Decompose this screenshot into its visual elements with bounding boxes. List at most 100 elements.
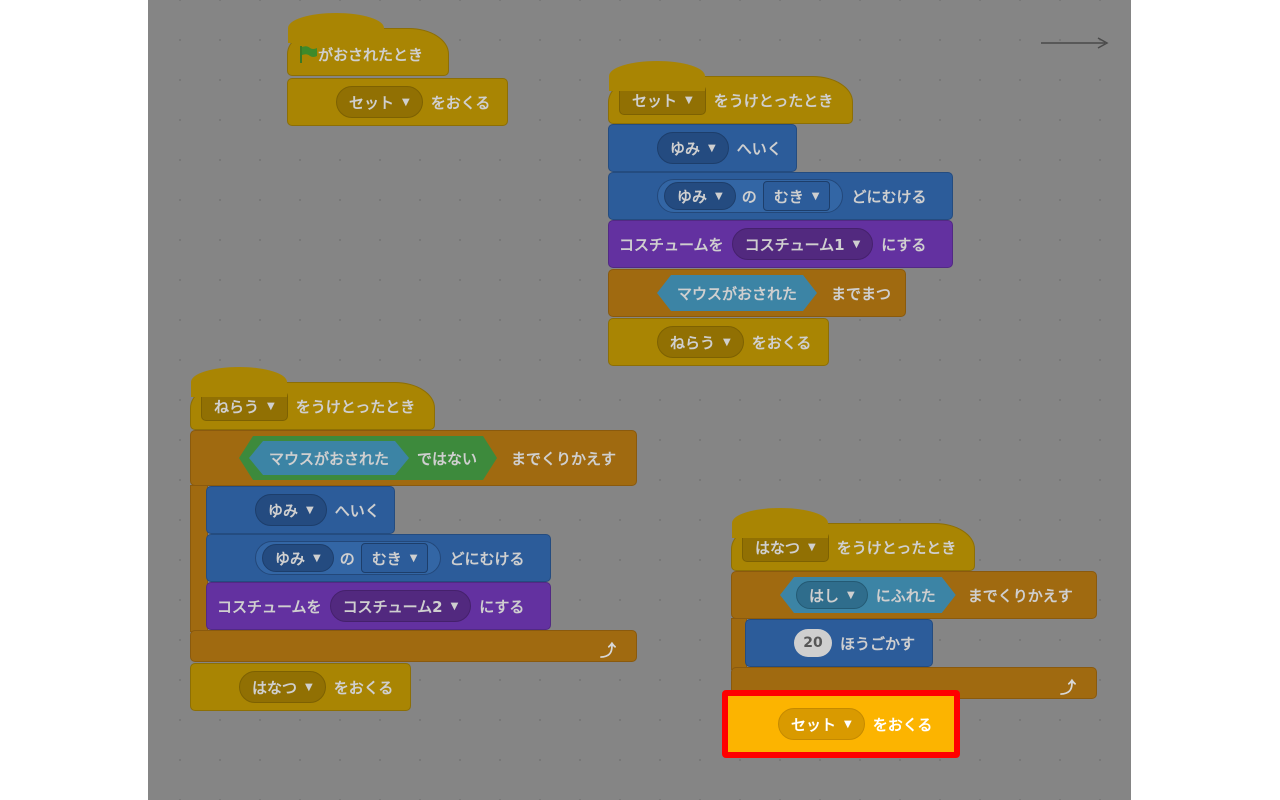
- broadcast-dropdown[interactable]: セット ▼: [336, 86, 423, 118]
- broadcast-dropdown-value: セット: [791, 715, 837, 734]
- when-receive-block-3[interactable]: はなつ ▼ をうけとったとき: [731, 508, 975, 571]
- loop-arrow-icon: ⤴: [1059, 678, 1076, 697]
- caret-down-icon: ▼: [267, 400, 275, 412]
- costume-suffix: にする: [881, 235, 927, 254]
- switch-costume-block[interactable]: コスチュームを コスチューム1 ▼ にする: [608, 220, 953, 268]
- mouse-down-label: マウスがおされた: [269, 449, 390, 468]
- point-towards-block[interactable]: ゆみ ▼ の むき ▼ どにむける: [608, 172, 953, 220]
- receive-dropdown-value: セット: [632, 91, 678, 110]
- not-label: ではない: [417, 449, 478, 468]
- caret-down-icon: ▼: [450, 600, 459, 612]
- receive-dropdown-value: はなつ: [755, 538, 801, 557]
- mouse-down-boolean[interactable]: マウスがおされた: [657, 275, 817, 311]
- arrow-right-icon: [1041, 37, 1109, 49]
- broadcast-block[interactable]: セット ▼ をおくる: [287, 78, 508, 126]
- caret-down-icon: ▼: [708, 142, 716, 154]
- broadcast-label: をおくる: [430, 93, 491, 112]
- goto-label: へいく: [736, 139, 782, 158]
- receive-label: をうけとったとき: [713, 91, 834, 110]
- goto-dropdown[interactable]: ゆみ ▼: [657, 132, 729, 164]
- caret-down-icon: ▼: [723, 336, 731, 348]
- sprite-dropdown[interactable]: ゆみ ▼: [664, 182, 736, 210]
- caret-down-icon: ▼: [305, 681, 313, 693]
- receive-dropdown-value: ねらう: [214, 397, 260, 416]
- repeat-until-label: までくりかえす: [967, 586, 1073, 605]
- repeat-until-block-2[interactable]: はし ▼ にふれた までくりかえす: [731, 571, 1097, 619]
- receive-dropdown[interactable]: セット ▼: [619, 85, 706, 115]
- wait-until-block[interactable]: マウスがおされた までまつ: [608, 269, 906, 317]
- broadcast-dropdown-value: セット: [349, 93, 395, 112]
- caret-down-icon: ▼: [409, 552, 418, 564]
- touching-dropdown[interactable]: はし ▼: [796, 581, 868, 609]
- caret-down-icon: ▼: [402, 96, 410, 108]
- broadcast-dropdown[interactable]: はなつ ▼: [239, 671, 326, 703]
- point-towards-label: どにむける: [851, 187, 927, 206]
- repeat-until-block[interactable]: マウスがおされた ではない までくりかえす: [190, 430, 637, 486]
- point-towards-label: どにむける: [449, 549, 525, 568]
- move-steps-block[interactable]: 20 ほうごかす: [745, 619, 933, 667]
- receive-dropdown[interactable]: ねらう ▼: [201, 391, 288, 421]
- broadcast-label: をおくる: [333, 678, 394, 697]
- attribute-dropdown-value: むき: [773, 187, 804, 206]
- receive-dropdown[interactable]: はなつ ▼: [742, 532, 829, 562]
- sprite-dropdown[interactable]: ゆみ ▼: [262, 544, 334, 572]
- goto-block[interactable]: ゆみ ▼ へいく: [608, 124, 797, 172]
- goto-block-2[interactable]: ゆみ ▼ へいく: [206, 486, 395, 534]
- costume-dropdown-value: コスチューム2: [342, 597, 443, 616]
- attribute-dropdown[interactable]: むき ▼: [360, 543, 429, 573]
- caret-down-icon: ▼: [685, 94, 693, 106]
- caret-down-icon: ▼: [808, 541, 816, 553]
- when-flag-clicked-block[interactable]: がおされたとき: [287, 13, 449, 76]
- touching-dropdown-value: はし: [809, 586, 840, 605]
- goto-label: へいく: [334, 501, 380, 520]
- of-label: の: [741, 187, 757, 206]
- costume-dropdown[interactable]: コスチューム1 ▼: [731, 228, 874, 260]
- broadcast-label: をおくる: [872, 715, 933, 734]
- when-receive-block[interactable]: セット ▼ をうけとったとき: [608, 61, 853, 124]
- sprite-dropdown-value: ゆみ: [677, 187, 708, 206]
- caret-down-icon: ▼: [847, 589, 855, 601]
- wait-until-label: までまつ: [831, 284, 892, 303]
- mouse-down-boolean[interactable]: マウスがおされた: [249, 441, 409, 475]
- caret-down-icon: ▼: [306, 504, 314, 516]
- receive-label: をうけとったとき: [295, 397, 416, 416]
- move-label: ほうごかす: [840, 634, 916, 653]
- touching-boolean[interactable]: はし ▼ にふれた: [780, 577, 956, 613]
- costume-dropdown[interactable]: コスチューム2 ▼: [329, 590, 472, 622]
- sprite-dropdown-value: ゆみ: [275, 549, 306, 568]
- attribute-dropdown-value: むき: [371, 549, 402, 568]
- green-flag-icon: [300, 46, 317, 63]
- goto-dropdown-value: ゆみ: [670, 139, 701, 158]
- broadcast-dropdown-value: ねらう: [670, 333, 716, 352]
- costume-dropdown-value: コスチューム1: [744, 235, 845, 254]
- broadcast-block-highlighted[interactable]: セット ▼ をおくる: [734, 700, 932, 748]
- broadcast-dropdown-value: はなつ: [252, 678, 298, 697]
- broadcast-block-2[interactable]: ねらう ▼ をおくる: [608, 318, 829, 366]
- not-boolean[interactable]: マウスがおされた ではない: [239, 436, 497, 480]
- loop-arrow-icon: ⤴: [599, 641, 616, 660]
- caret-down-icon: ▼: [715, 190, 723, 202]
- when-receive-block-2[interactable]: ねらう ▼ をうけとったとき: [190, 367, 435, 430]
- switch-costume-block-2[interactable]: コスチュームを コスチューム2 ▼ にする: [206, 582, 551, 630]
- sensing-of-reporter[interactable]: ゆみ ▼ の むき ▼: [657, 179, 844, 213]
- attribute-dropdown[interactable]: むき ▼: [762, 181, 831, 211]
- caret-down-icon: ▼: [313, 552, 321, 564]
- point-towards-block-2[interactable]: ゆみ ▼ の むき ▼ どにむける: [206, 534, 551, 582]
- repeat-until-label: までくりかえす: [511, 449, 617, 468]
- caret-down-icon: ▼: [852, 238, 861, 250]
- receive-label: をうけとったとき: [836, 538, 957, 557]
- repeat-until-bottom[interactable]: ⤴: [190, 630, 637, 662]
- costume-label: コスチュームを: [217, 597, 322, 616]
- goto-dropdown[interactable]: ゆみ ▼: [255, 494, 327, 526]
- goto-dropdown-value: ゆみ: [268, 501, 299, 520]
- broadcast-dropdown[interactable]: ねらう ▼: [657, 326, 744, 358]
- steps-input[interactable]: 20: [794, 629, 832, 657]
- costume-label: コスチュームを: [619, 235, 724, 254]
- caret-down-icon: ▼: [844, 718, 852, 730]
- mouse-down-label: マウスがおされた: [677, 284, 798, 303]
- broadcast-dropdown[interactable]: セット ▼: [778, 708, 865, 740]
- of-label: の: [339, 549, 355, 568]
- broadcast-block-3[interactable]: はなつ ▼ をおくる: [190, 663, 411, 711]
- sensing-of-reporter[interactable]: ゆみ ▼ の むき ▼: [255, 541, 442, 575]
- broadcast-label: をおくる: [751, 333, 812, 352]
